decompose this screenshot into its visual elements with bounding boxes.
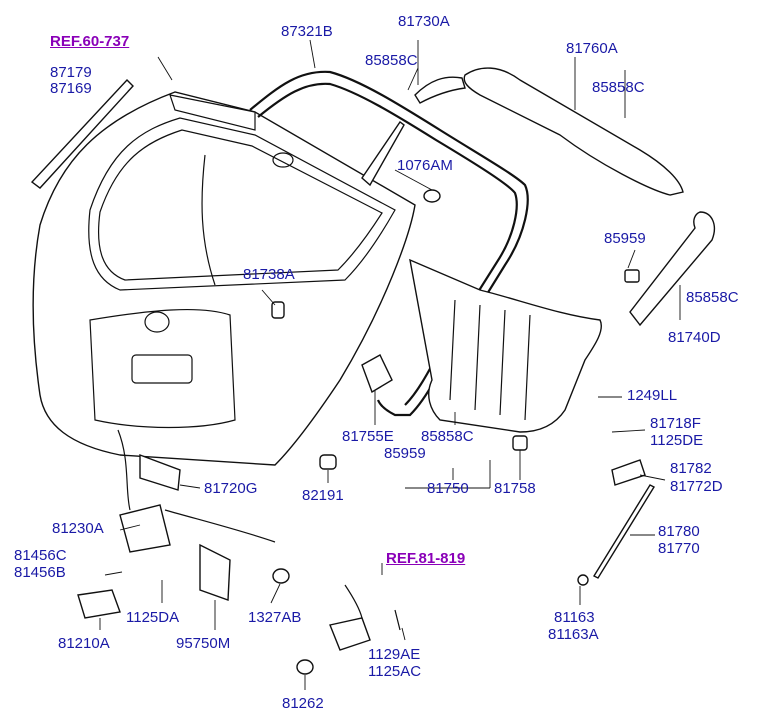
part-label-81738a: 81738A (243, 266, 295, 283)
gas-strut (593, 484, 655, 579)
upper-cover (414, 76, 466, 104)
part-label-81755e: 81755E (342, 428, 394, 445)
wiper-arm (361, 120, 405, 187)
part-label-85959-2: 85959 (384, 445, 426, 462)
part-label-81456c: 81456C (14, 547, 67, 564)
part-label-87321b: 87321B (281, 23, 333, 40)
part-label-81760a: 81760A (566, 40, 618, 57)
part-label-1125da: 1125DA (126, 609, 180, 626)
part-label-1249ll: 1249LL (627, 387, 678, 404)
tailgate-panel (32, 91, 416, 466)
part-label-81758: 81758 (494, 480, 536, 497)
key-cylinder (329, 617, 371, 651)
part-label-81163a: 81163A (548, 626, 599, 643)
part-label-81780: 81780 (658, 523, 700, 540)
handle (139, 453, 181, 491)
part-label-1125de: 1125DE (650, 432, 704, 449)
side-garnish (629, 211, 716, 327)
side-moulding (30, 78, 134, 189)
part-label-81750: 81750 (427, 480, 469, 497)
part-label-95750m: 95750M (176, 635, 231, 652)
license-light (361, 354, 393, 394)
part-label-81782: 81782 (670, 460, 712, 477)
latch (119, 504, 171, 553)
part-label-1129ae: 1129AE (368, 646, 421, 663)
part-label-1076am: 1076AM (397, 157, 453, 174)
part-label-81262: 81262 (282, 695, 324, 712)
part-label-81770: 81770 (658, 540, 700, 557)
part-label-81163: 81163 (554, 609, 595, 626)
reference-link-60-737[interactable]: REF.60-737 (50, 33, 130, 50)
part-label-81230a: 81230A (52, 520, 104, 537)
part-label-85858c-3: 85858C (686, 289, 739, 306)
part-label-81456b: 81456B (14, 564, 66, 581)
part-label-1327ab: 1327AB (248, 609, 302, 626)
part-label-81772d: 81772D (670, 478, 723, 495)
part-label-85858c-1: 85858C (365, 52, 418, 69)
spoiler (463, 67, 684, 196)
part-label-85959-1: 85959 (604, 230, 646, 247)
reference-link-81-819[interactable]: REF.81-819 (386, 550, 466, 567)
hinge (611, 459, 646, 486)
bracket (77, 589, 121, 619)
part-label-85858c-4: 85858C (421, 428, 474, 445)
part-label-85858c-2: 85858C (592, 79, 645, 96)
part-label-81740d: 81740D (668, 329, 721, 346)
part-label-87169: 87169 (50, 80, 92, 97)
leader-lines (99, 39, 681, 690)
part-label-1125ac: 1125AC (368, 663, 422, 680)
part-label-87179: 87179 (50, 64, 92, 81)
actuator (199, 543, 231, 601)
part-label-81718f: 81718F (650, 415, 701, 432)
inner-trim (409, 258, 602, 433)
part-label-81210a: 81210A (58, 635, 110, 652)
part-label-81720g: 81720G (204, 480, 258, 497)
part-label-81730a: 81730A (398, 13, 450, 30)
part-label-82191: 82191 (302, 487, 344, 504)
